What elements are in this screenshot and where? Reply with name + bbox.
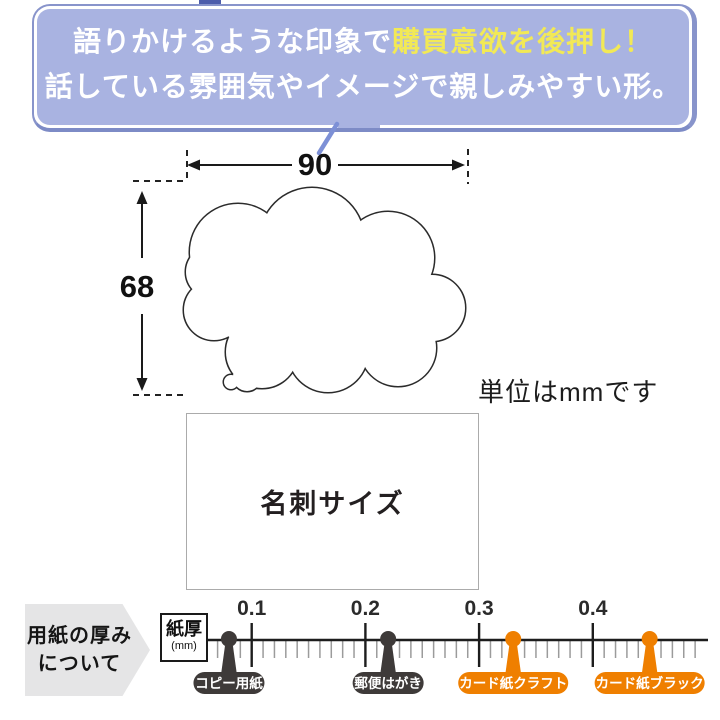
tick-label: 0.3 [464,597,493,620]
arrow-left [187,159,200,171]
unit-note: 単位はmmです [478,377,659,407]
tick-label: 0.1 [237,597,267,620]
marker-label: カード紙クラフト [459,675,567,691]
extension-lines [133,149,469,396]
paper-thickness-axis-box: 紙厚 (mm) [160,613,208,662]
marker-pointer [380,646,397,675]
banner-tail-notch [338,116,380,128]
marker-label-bg [352,672,424,694]
height-value: 68 [120,269,154,304]
banner-tail-line [316,121,340,156]
axis-box-unit: (mm) [171,640,197,652]
business-card-outline: 名刺サイズ [186,413,479,590]
marker-dot [641,631,658,647]
tick-label: 0.4 [578,597,608,620]
thickness-heading-line2: について [37,653,122,675]
marker-label: 郵便はがき [354,675,422,691]
banner-panel: 語りかけるような印象で購買意欲を後押し！ 話している雰囲気やイメージで親しみやす… [37,9,689,125]
marker-pointer [220,646,237,675]
marker-dot [220,631,237,647]
business-card-label: 名刺サイズ [260,489,405,519]
dimension-diagram: 90 68 [120,121,469,396]
axis-box-label: 紙厚 [166,619,202,639]
tick-label: 0.2 [351,597,380,620]
marker-label-bg [458,672,569,694]
banner-text-line2: 話している雰囲気やイメージで親しみやすい形。 [44,71,682,102]
marker-dot [505,631,522,647]
marker-pointer [505,646,522,675]
marker-label-bg [594,672,705,694]
marker-pointer [641,646,658,675]
marker-label: コピー用紙 [195,675,263,691]
banner-text-highlight: 購買意欲を後押し！ [392,26,654,57]
marker-label: カード紙ブラック [596,675,704,691]
banner-line1: 語りかけるような印象で購買意欲を後押し！ [37,9,689,64]
cloud-shape [182,186,467,394]
thickness-heading: 用紙の厚み について [25,604,150,696]
arrow-up [136,191,148,204]
cropped-heading-remnant [199,0,221,4]
height-dimension: 68 [120,191,154,391]
marker-label-bg [193,672,265,694]
arrow-down [136,378,148,391]
thickness-ruler: 0.1 0.2 0.3 0.4 コピー用紙 郵便はがき カード紙クラフト カード紙ブラック [193,597,708,694]
width-dimension: 90 [187,147,465,182]
banner-text-prefix: 語りかけるような印象で [72,26,392,57]
thickness-heading-line1: 用紙の厚み [27,625,132,647]
arrow-right [452,159,465,171]
speech-banner: 語りかけるような印象で購買意欲を後押し！ 話している雰囲気やイメージで親しみやす… [32,4,697,132]
marker-dot [380,631,397,647]
width-value: 90 [298,147,332,182]
